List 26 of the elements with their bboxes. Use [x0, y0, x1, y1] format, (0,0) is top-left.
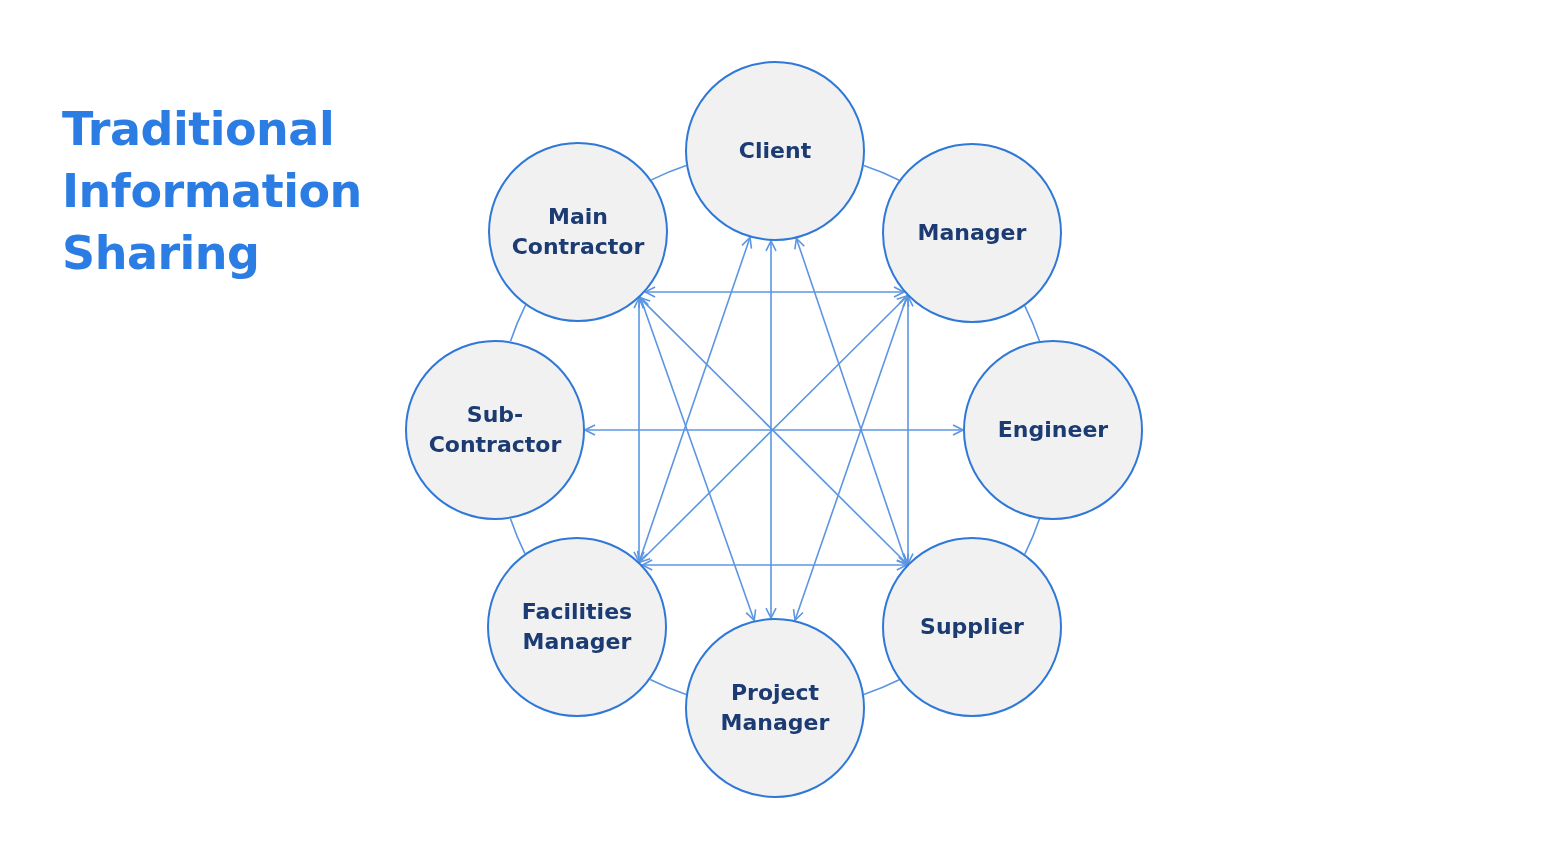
role-label: Project Manager: [719, 679, 831, 737]
role-label: Sub- Contractor: [427, 401, 563, 459]
connector-line: [509, 518, 526, 555]
connector-line: [509, 304, 527, 342]
diagram-title: Traditional Information Sharing: [62, 101, 363, 282]
double-arrow: [794, 237, 910, 566]
double-arrow: [584, 424, 964, 436]
double-arrow: [792, 294, 910, 622]
role-label: Main Contractor: [510, 203, 646, 261]
double-arrow: [641, 559, 908, 571]
role-label: Facilities Manager: [520, 598, 634, 656]
connector-line: [863, 679, 900, 696]
double-arrow: [765, 240, 777, 619]
connector-line: [1024, 305, 1041, 342]
connector-line: [1024, 518, 1041, 555]
connector-line: [650, 164, 687, 181]
role-label: Client: [737, 137, 813, 165]
role-label: Supplier: [919, 613, 1025, 641]
double-arrow: [902, 295, 914, 565]
double-arrow: [636, 236, 753, 563]
role-label: Manager: [916, 219, 1028, 247]
connector-line: [863, 164, 900, 181]
connector-line: [649, 678, 687, 696]
double-arrow: [638, 296, 757, 622]
double-arrow: [644, 286, 905, 298]
role-label: Engineer: [996, 416, 1110, 444]
